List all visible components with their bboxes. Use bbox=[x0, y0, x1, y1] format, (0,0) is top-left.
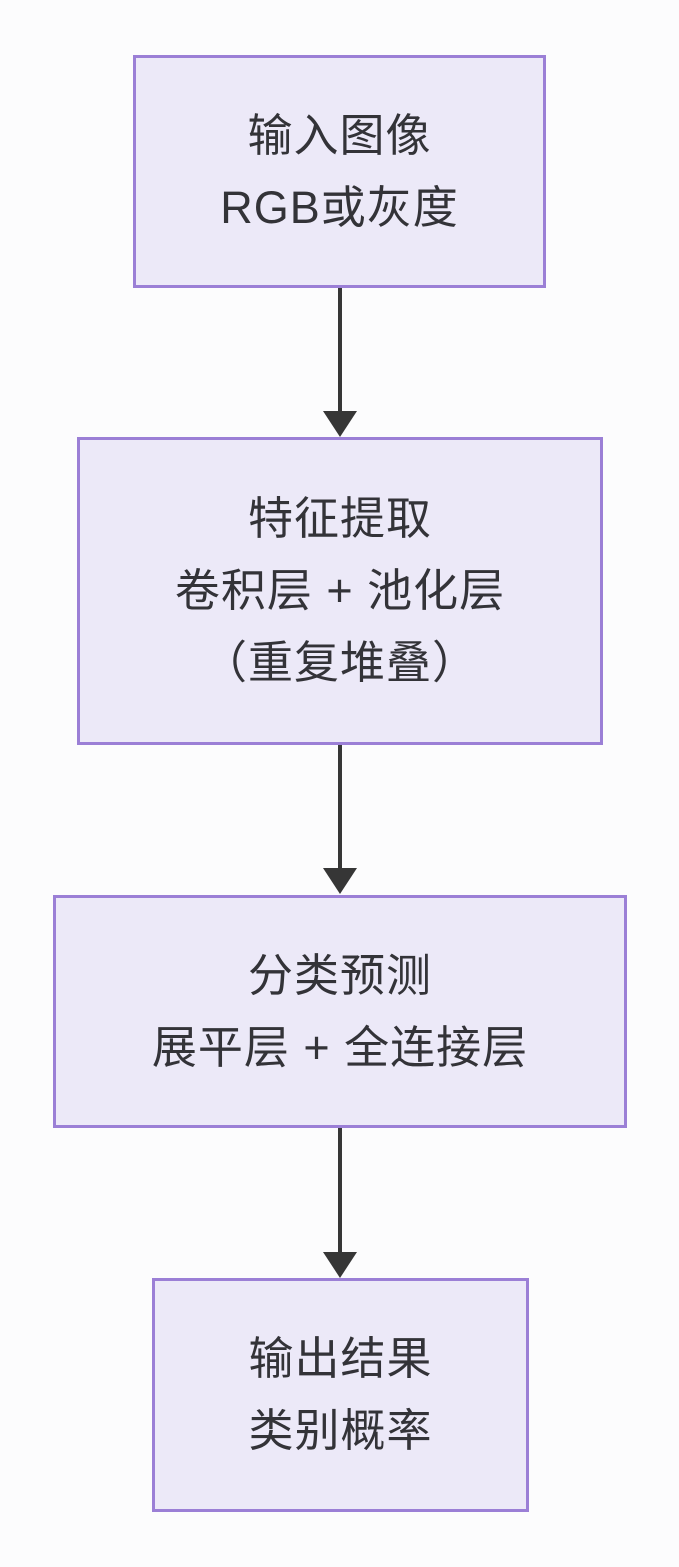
node-output-result-title: 输出结果 bbox=[248, 1333, 433, 1384]
node-feature-extraction-subtitle: 卷积层 + 池化层 bbox=[174, 565, 506, 616]
arrow-head-icon bbox=[323, 1252, 357, 1278]
node-output-result: 输出结果 类别概率 bbox=[152, 1278, 529, 1512]
node-classification-subtitle: 展平层 + 全连接层 bbox=[151, 1021, 529, 1073]
node-output-result-subtitle: 类别概率 bbox=[248, 1405, 433, 1456]
node-classification: 分类预测 展平层 + 全连接层 bbox=[53, 895, 627, 1128]
node-classification-title: 分类预测 bbox=[247, 949, 432, 1001]
arrow-head-icon bbox=[323, 868, 357, 894]
node-input-image: 输入图像 RGB或灰度 bbox=[133, 55, 546, 288]
node-input-image-title: 输入图像 bbox=[247, 109, 432, 161]
arrow-head-icon bbox=[323, 411, 357, 437]
arrow-shaft bbox=[338, 745, 342, 869]
node-input-image-subtitle: RGB或灰度 bbox=[220, 181, 459, 233]
arrow-shaft bbox=[338, 288, 342, 412]
node-feature-extraction-title: 特征提取 bbox=[247, 493, 432, 544]
node-feature-extraction-note: （重复堆叠） bbox=[201, 637, 478, 688]
arrow-shaft bbox=[338, 1128, 342, 1253]
node-feature-extraction: 特征提取 卷积层 + 池化层 （重复堆叠） bbox=[77, 437, 603, 745]
